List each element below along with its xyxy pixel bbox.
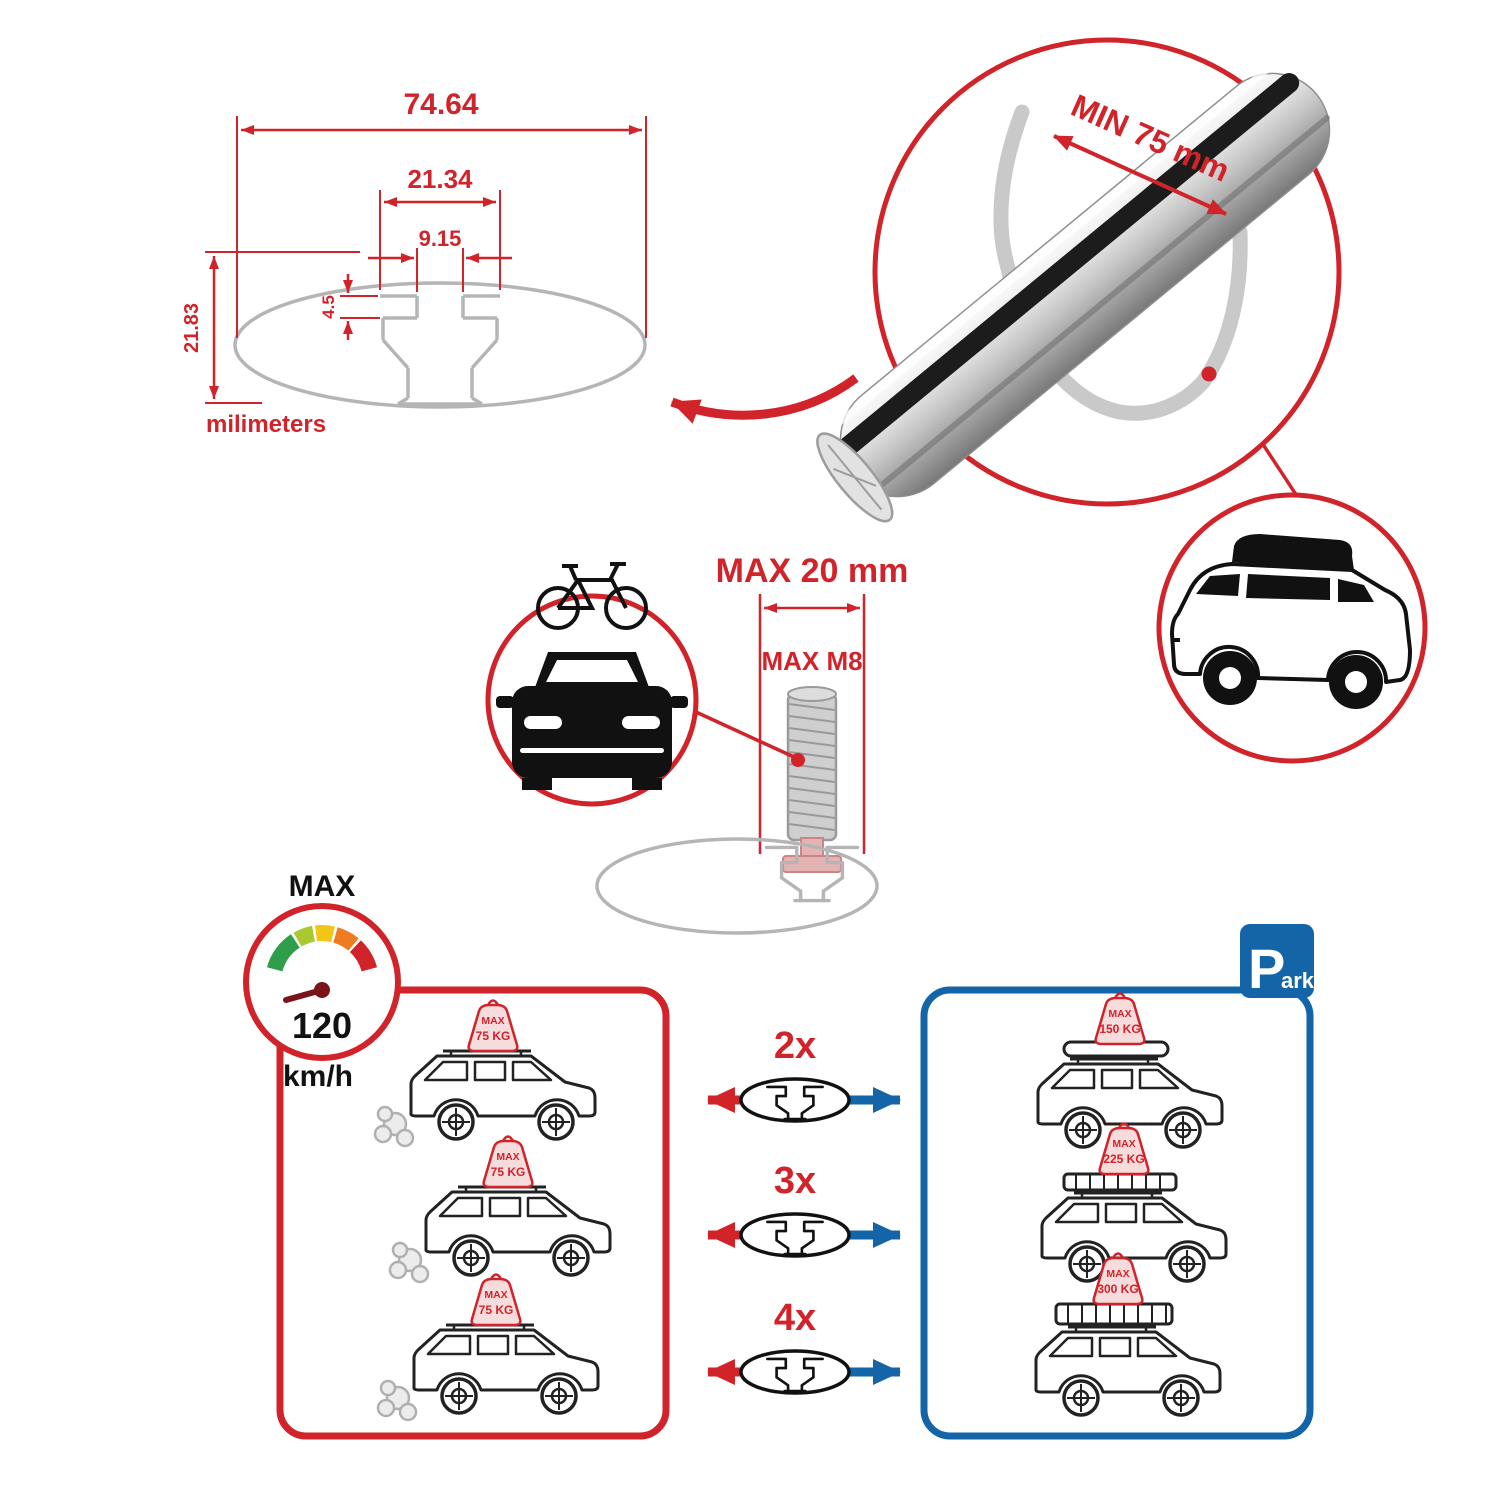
parking-sign: P ark: [1240, 924, 1315, 1000]
speed-value: 120: [292, 1005, 352, 1046]
bar-oval-icon: [739, 1077, 851, 1123]
roofbox: [1232, 534, 1354, 570]
dim-slot-width-label: 9.15: [419, 226, 462, 251]
bar-detail-circle: MIN 75 mm: [816, 37, 1342, 529]
driving-sign-title: MAX: [484, 1289, 507, 1301]
driving-sign-title: MAX: [481, 1015, 504, 1027]
bike-icon: [536, 562, 648, 630]
dim-total-height-label: 21.83: [181, 303, 203, 353]
parked-sign-title: MAX: [1112, 1138, 1135, 1150]
dim-channel-width-label: 21.34: [407, 164, 473, 194]
dimension-channel-width: [379, 190, 501, 290]
tslot-profile: [380, 294, 500, 406]
speed-limit-gauge: MAX 120 km/h: [243, 870, 401, 1093]
pointer-arrow-to-drawing: [670, 374, 859, 424]
bolt-dimension-lines: [758, 594, 866, 854]
speed-max-label: MAX: [289, 870, 356, 903]
multiplier-label: 4x: [774, 1297, 816, 1339]
roof-cargo-basket: [1062, 1172, 1178, 1192]
bolt-thread-label: MAX M8: [761, 646, 862, 676]
roofbox-car-circle: [1156, 492, 1428, 764]
driving-cars-panel: MAX 75 KG MAX 75 KG MAX 75 KG: [373, 999, 612, 1422]
multiplier-label: 3x: [774, 1160, 816, 1202]
dimension-total-height: [205, 251, 360, 404]
parking-sign-letter: P: [1248, 937, 1285, 1000]
driving-sign-load: 75 KG: [491, 1165, 526, 1179]
bolt-max-width-label: MAX 20 mm: [716, 552, 909, 590]
dimension-lip-depth: [340, 274, 380, 340]
cross-section-drawing: 74.64 21.34 9.15 4.5 2: [181, 88, 859, 438]
bar-outline-ellipse: [233, 281, 647, 409]
connector-line-to-bolt: [695, 710, 795, 759]
car-front-bike-circle: [485, 562, 795, 807]
parked-sign-load: 225 KG: [1103, 1152, 1144, 1166]
car-front-icon: [496, 652, 688, 790]
parked-sign-load: 300 KG: [1097, 1282, 1138, 1296]
suv-windows: [1196, 574, 1374, 602]
parking-sign-plate: [1240, 924, 1314, 998]
dimension-slot-width: [368, 248, 512, 292]
units-label: milimeters: [206, 411, 326, 438]
roof-cargo-basket-tall: [1054, 1302, 1174, 1326]
multiplier-rows: 2x 3x 4x: [707, 1025, 901, 1395]
parked-sign-title: MAX: [1106, 1268, 1129, 1280]
threaded-stud: [786, 686, 838, 842]
min-span-arrow: [1053, 134, 1227, 216]
parked-sign-title: MAX: [1108, 1008, 1131, 1020]
driving-sign-load: 75 KG: [479, 1303, 514, 1317]
bar-oval-icon: [739, 1212, 851, 1258]
dim-lip-depth-label: 4.5: [319, 295, 338, 319]
driving-sign-title: MAX: [496, 1151, 519, 1163]
gauge-needle-hub: [314, 982, 330, 998]
bar-oval-icon: [739, 1349, 851, 1395]
clamp-point-dot: [1201, 366, 1217, 382]
bolt-dimension-figure: MAX 20 mm MAX M8: [595, 552, 909, 935]
dimension-total-width: [236, 116, 647, 338]
thread-point-dot: [791, 753, 805, 767]
parked-sign-load: 150 KG: [1099, 1022, 1140, 1036]
dim-total-width-label: 74.64: [403, 88, 478, 121]
speed-units: km/h: [283, 1060, 353, 1093]
parked-cars-panel: MAX 150 KG MAX 225 KG MAX 300 KG: [1034, 992, 1228, 1417]
driving-sign-load: 75 KG: [476, 1029, 511, 1043]
parking-sign-suffix: ark: [1281, 968, 1315, 993]
gauge-arcs: [266, 925, 378, 972]
bolt-bar-ellipse: [595, 837, 879, 935]
multiplier-label: 2x: [774, 1025, 816, 1067]
suv-with-roofbox: [1170, 534, 1412, 709]
